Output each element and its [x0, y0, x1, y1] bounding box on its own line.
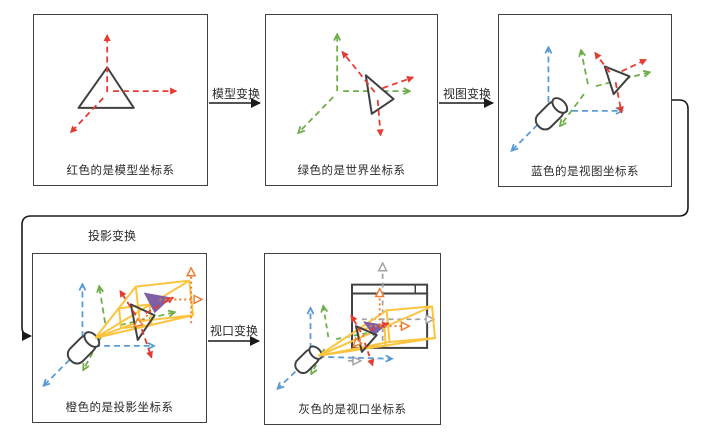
model-axes-icon	[69, 33, 178, 134]
model-scene	[69, 33, 178, 134]
caption-view: 蓝色的是视图坐标系	[531, 166, 639, 178]
box-model-coordinate-system: 红色的是模型坐标系	[33, 14, 208, 186]
triangle-shape	[364, 74, 395, 115]
label-view-transform: 视图变换	[442, 87, 491, 101]
triangle-shape	[603, 65, 631, 96]
world-axes-icon	[560, 51, 649, 126]
model-axes-icon	[119, 289, 175, 359]
view-axes-icon	[44, 285, 154, 386]
view-scene	[499, 15, 671, 186]
viewport-scene	[265, 254, 437, 424]
caption-projection: 橙色的是投影坐标系	[65, 402, 174, 414]
label-viewport-transform: 视口变换	[209, 324, 258, 338]
model-axes-icon	[350, 314, 390, 367]
world-axes-icon	[83, 287, 174, 370]
projection-scene	[33, 254, 206, 422]
camera-icon	[534, 97, 569, 131]
camera-icon	[66, 331, 101, 365]
projected-triangle	[143, 292, 172, 314]
caption-world: 绿色的是世界坐标系	[297, 165, 406, 177]
box-view-coordinate-system: 蓝色的是视图坐标系	[498, 14, 672, 187]
label-projection-transform: 投影变换	[87, 229, 136, 243]
projection-axes-icon	[135, 269, 201, 326]
view-axes-icon	[512, 48, 622, 151]
camera-icon	[294, 345, 323, 374]
world-scene	[266, 15, 415, 137]
caption-model: 红色的是模型坐标系	[66, 165, 175, 177]
model-axes-icon	[594, 51, 648, 114]
projection-axes-icon	[354, 290, 408, 346]
triangle-shape	[77, 66, 135, 109]
label-model-transform: 模型变换	[211, 87, 260, 101]
box-viewport-coordinate-system: 灰色的是视口坐标系	[264, 253, 441, 425]
caption-viewport: 灰色的是视口坐标系	[298, 404, 407, 416]
model-axes-icon	[341, 50, 415, 137]
box-world-coordinate-system: 绿色的是世界坐标系	[265, 14, 438, 186]
box-projection-coordinate-system: 橙色的是投影坐标系	[32, 253, 207, 423]
